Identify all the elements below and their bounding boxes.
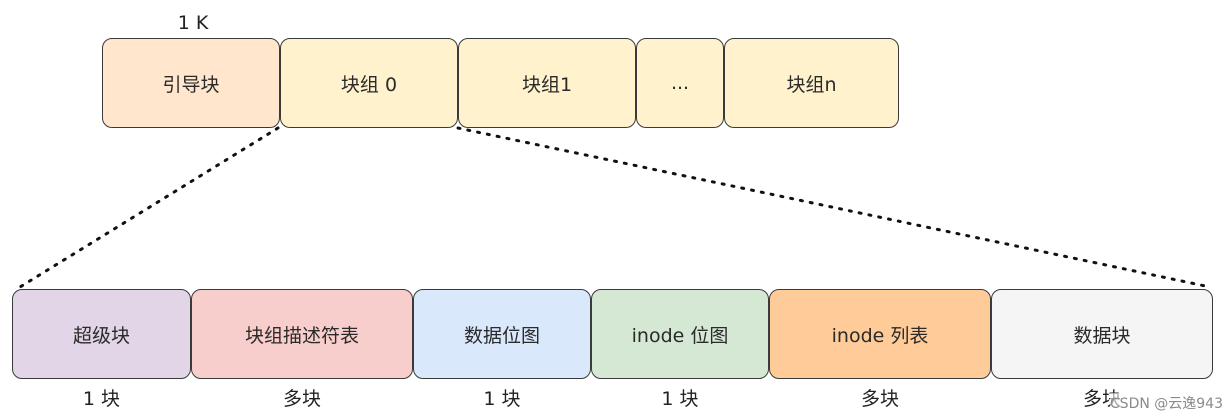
top-size-label: 1 K [177,12,209,34]
super-block: 超级块 [12,289,191,379]
block-group-1: 块组1 [458,38,636,128]
group-descriptor-table-label: 块组描述符表 [244,324,359,347]
block-group-0-label: 块组 0 [340,73,398,96]
inode-bitmap: inode 位图 [591,289,769,379]
group-descriptor-table-size: 多块 [282,388,321,410]
block-group-n: 块组n [724,38,899,128]
block-group-0: 块组 0 [280,38,458,128]
group-descriptor-table: 块组描述符表 [191,289,413,379]
boot-block: 引导块 [102,38,280,128]
block-group-ellipsis: ... [636,38,724,128]
inode-table: inode 列表 [769,289,991,379]
data-blocks: 数据块 [991,289,1213,379]
super-block-label: 超级块 [72,324,130,347]
inode-table-label: inode 列表 [831,324,929,347]
right-connector-line [456,126,1212,289]
data-blocks-label: 数据块 [1073,324,1131,347]
inode-table-size: 多块 [860,388,899,410]
data-bitmap-label: 数据位图 [463,324,540,347]
data-bitmap-size: 1 块 [483,388,521,410]
data-bitmap: 数据位图 [413,289,591,379]
super-block-size: 1 块 [82,388,121,410]
boot-block-label: 引导块 [162,73,220,96]
watermark: CSDN @云逸943 [1109,393,1223,413]
block-group-n-label: 块组n [786,73,837,96]
block-group-ellipsis-label: ... [670,72,690,94]
left-connector-line [18,126,280,289]
inode-bitmap-label: inode 位图 [631,324,729,347]
block-group-1-label: 块组1 [521,73,573,96]
inode-bitmap-size: 1 块 [661,388,699,410]
